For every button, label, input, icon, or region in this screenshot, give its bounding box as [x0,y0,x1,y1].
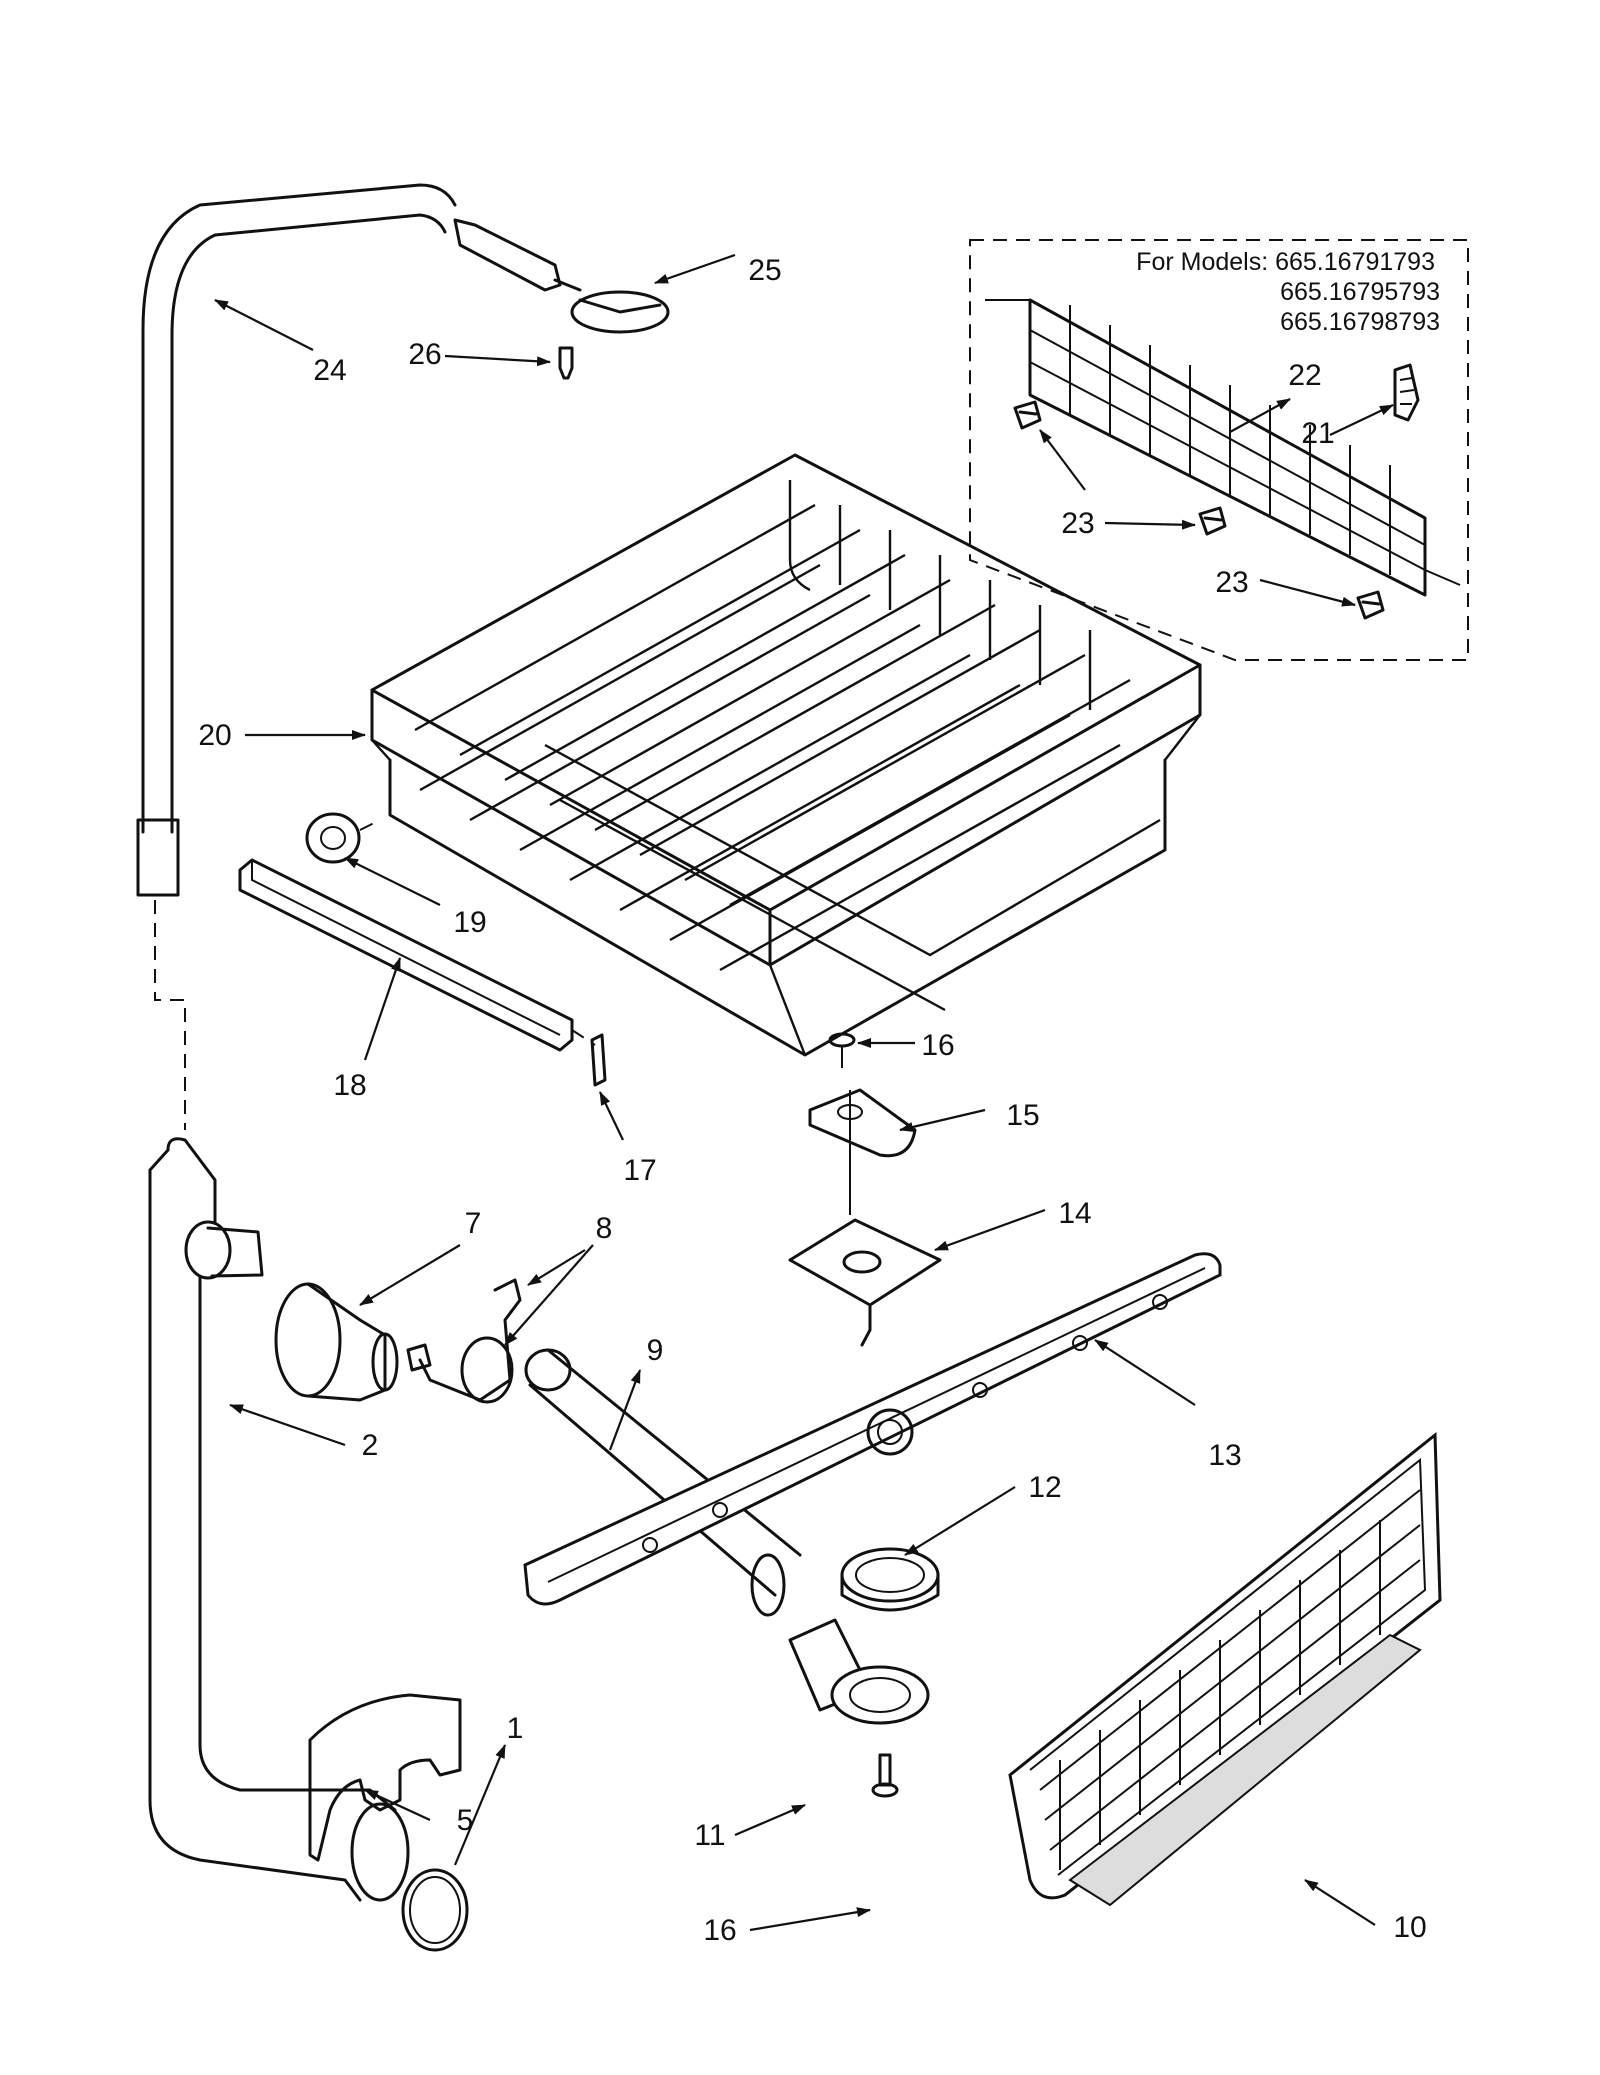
callout-9: 9 [647,1334,664,1367]
spray-arm-mount [788,1218,942,1347]
rack-track-rail [238,858,596,1052]
o-ring [401,1868,469,1952]
clip-23b [1198,506,1227,536]
callout-10: 10 [1393,1911,1426,1944]
callout-labels: 24 25 26 22 21 23 23 20 19 18 17 16 15 1… [198,254,1426,1947]
callout-7: 7 [465,1207,482,1240]
callout-16-upper: 16 [921,1029,954,1062]
callout-26: 26 [408,338,441,371]
water-manifold [524,1348,802,1617]
screw-16-lower [871,1753,899,1798]
leader-lines [214,253,1394,1932]
callout-22: 22 [1288,359,1321,392]
retainer-clip [308,1693,462,1862]
spray-arm-hub [788,1618,930,1725]
callout-18: 18 [333,1069,366,1102]
callout-14: 14 [1058,1197,1091,1230]
wire-clip [1393,363,1420,422]
callout-2: 2 [362,1429,379,1462]
clip-23a [1013,400,1042,430]
rack-roller [305,812,381,864]
clip-23c [1356,590,1385,620]
track-stop [590,1033,607,1087]
upper-supply-tube [136,183,457,1130]
rack-grid-insert [985,298,1461,597]
callout-12: 12 [1028,1471,1061,1504]
lower-conduit [148,1137,410,1902]
mounting-screw [558,346,574,380]
callout-8: 8 [596,1212,613,1245]
callout-19: 19 [453,906,486,939]
model-number-3: 665.16798793 [1280,308,1440,336]
spring-bracket [406,1278,522,1404]
upper-spray-nozzle [453,218,670,334]
models-inset: For Models: 665.16791793 665.16795793 66… [969,239,1469,661]
callout-1: 1 [507,1712,524,1745]
filter-basket [1008,1431,1442,1907]
lower-spray-arm [523,1252,1222,1606]
callout-5: 5 [457,1804,474,1837]
callout-16-lower: 16 [703,1914,736,1947]
bellows-seal [274,1282,399,1402]
callout-11: 11 [694,1819,725,1852]
callout-13: 13 [1208,1439,1241,1472]
callout-25: 25 [748,254,781,287]
callout-17: 17 [623,1154,656,1187]
screw-16-upper [828,1032,856,1068]
callout-23b: 23 [1061,507,1094,540]
callout-24: 24 [313,354,346,387]
models-heading: For Models: 665.16791793 [1136,248,1435,276]
callout-20: 20 [198,719,231,752]
model-number-2: 665.16795793 [1280,278,1440,306]
callout-15: 15 [1006,1099,1039,1132]
feed-tube-bracket [808,1088,917,1215]
callout-23c: 23 [1215,566,1248,599]
spray-arm-seal [840,1547,940,1612]
callout-21: 21 [1301,417,1334,450]
upper-dish-rack [370,453,1202,1057]
